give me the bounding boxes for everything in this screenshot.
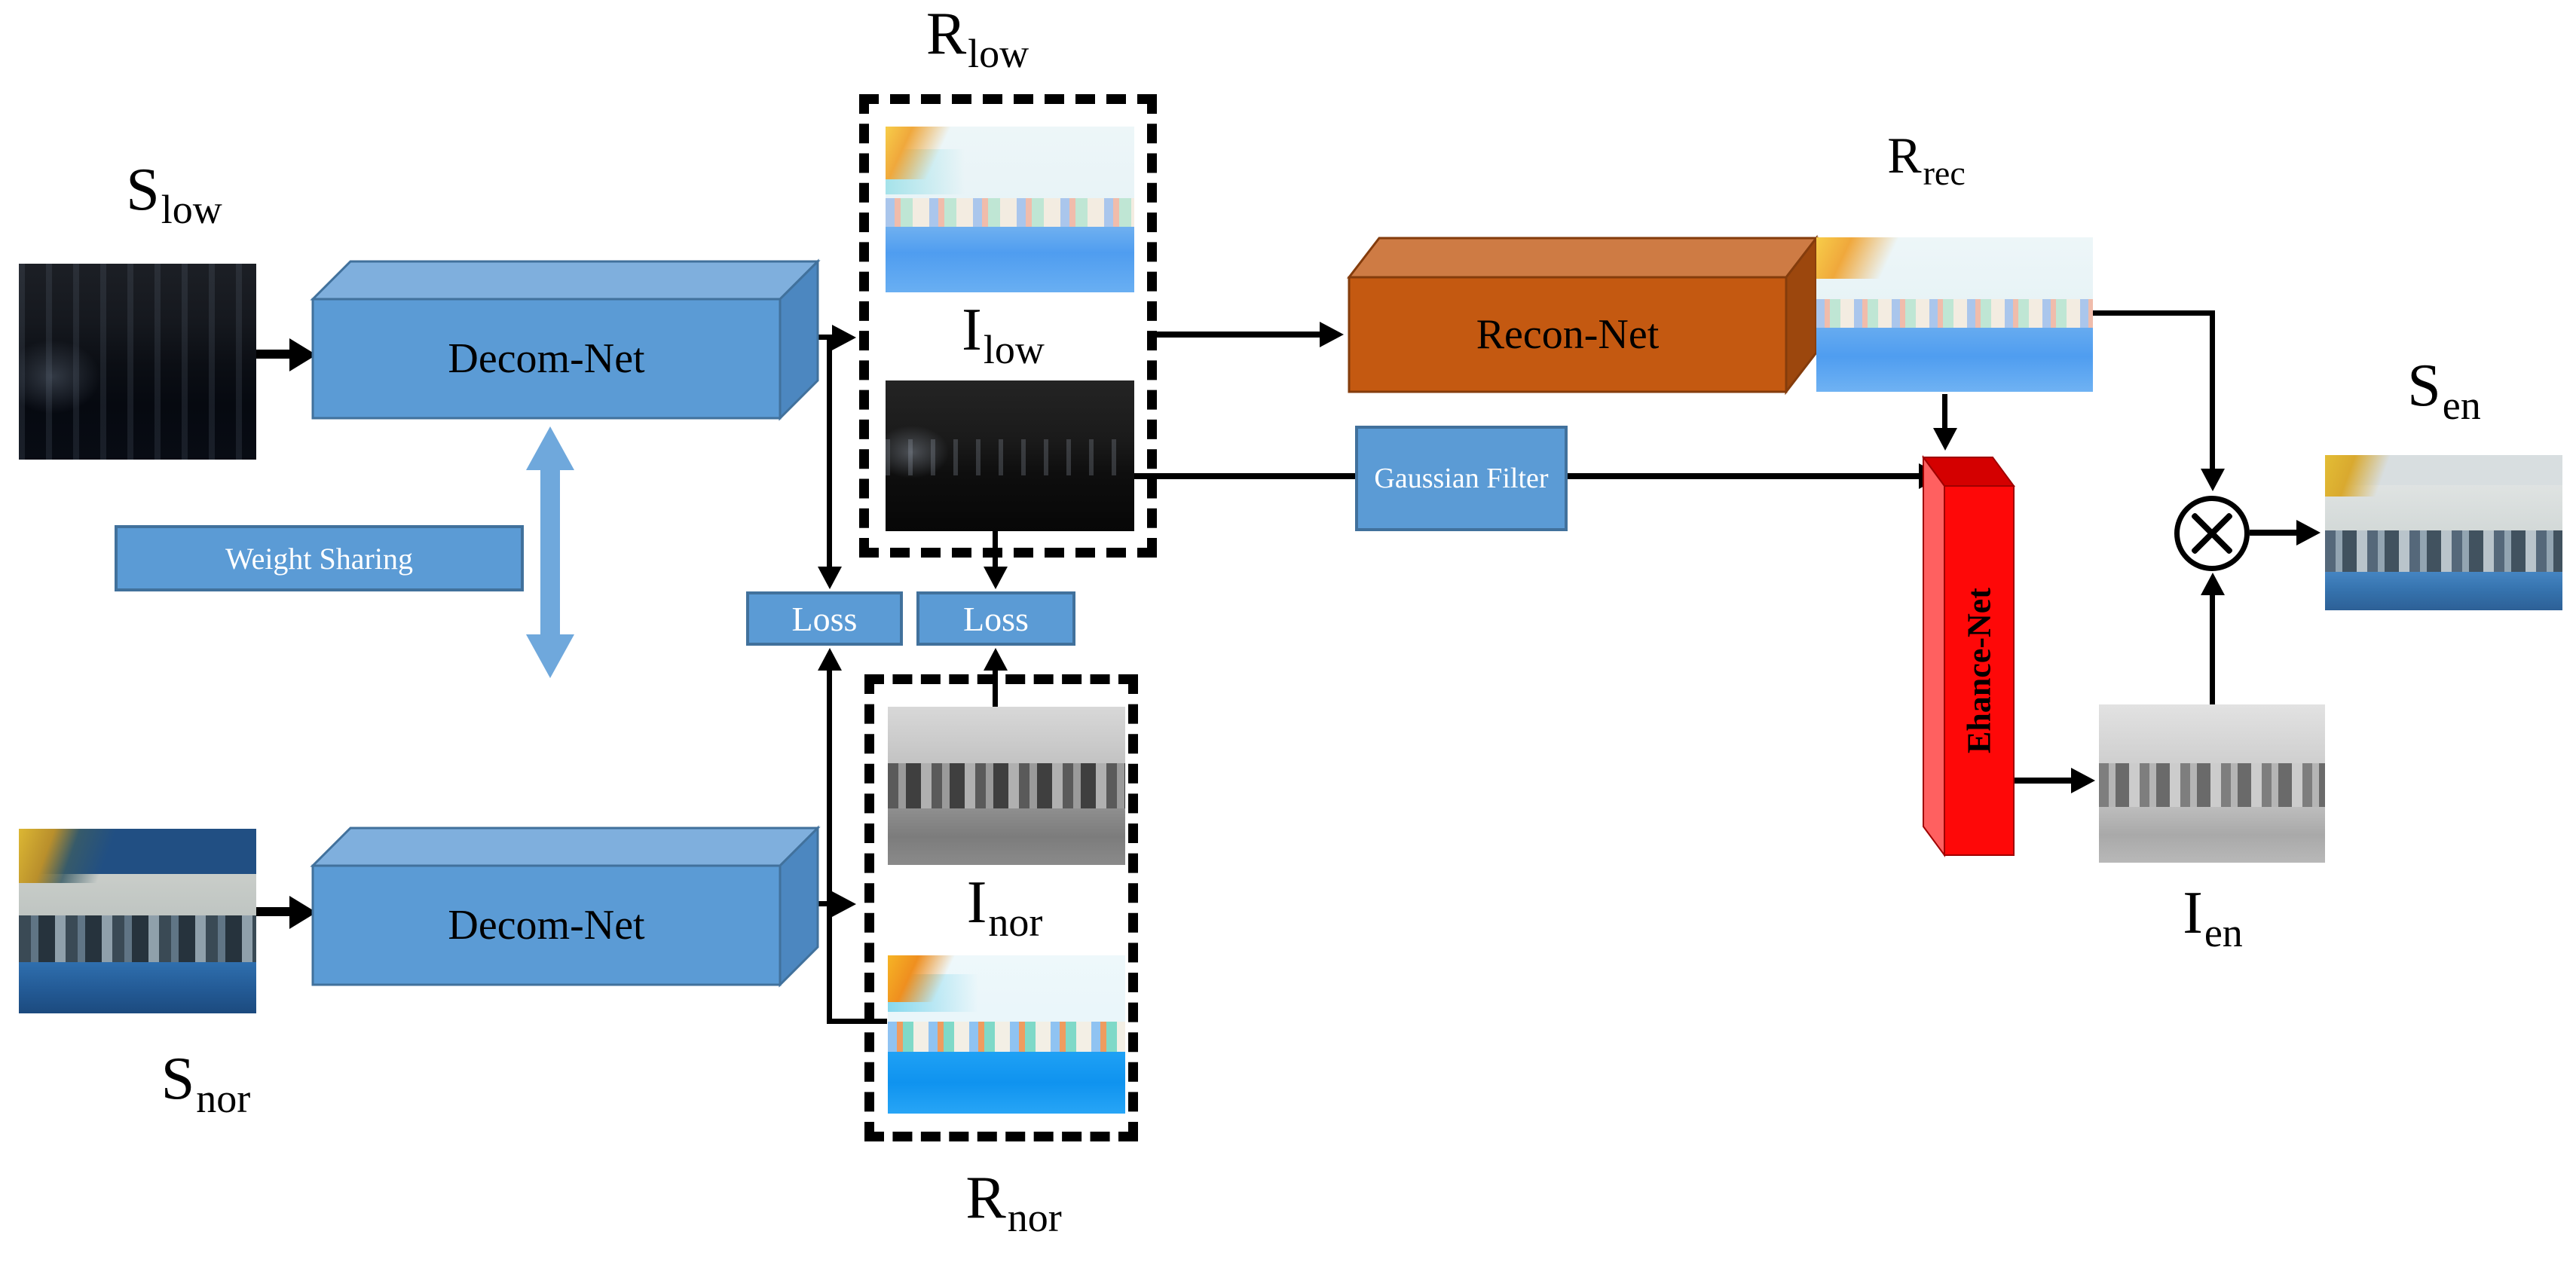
decomposition-normal-group-box: [864, 674, 1138, 1141]
decom-net-2-front-face: [311, 864, 782, 986]
line-rrec-elbow-h: [2093, 310, 2215, 316]
arrowhead-ilow-to-loss2-icon: [984, 567, 1008, 589]
arrowhead-rlow-to-loss1-icon: [818, 567, 842, 589]
i-low-image: [886, 380, 1134, 531]
decom-net-1-label: Decom-Net: [448, 335, 645, 382]
arrowhead-rrec-to-ehance-icon: [1933, 428, 1957, 451]
arrowhead-ehance-to-ien-icon: [2071, 768, 2095, 793]
s-en-image: [2325, 455, 2562, 610]
loss-box-1: Loss: [746, 591, 903, 646]
weight-sharing-box: Weight Sharing: [115, 525, 524, 591]
decom-net-1-box: [310, 258, 821, 421]
arrowhead-rrec-to-mult-icon: [2201, 469, 2225, 491]
r-rec-image: [1816, 237, 2093, 392]
decom-net-1-front-face: [311, 298, 782, 420]
arrowhead-ien-to-mult-icon: [2201, 573, 2225, 595]
arrowhead-decom1-output-icon: [832, 325, 856, 350]
line-rlow-to-recon: [1157, 332, 1321, 338]
r-nor-label: Rnor: [965, 1165, 1062, 1241]
gaussian-filter-box: Gaussian Filter: [1355, 426, 1568, 531]
line-inor-to-loss2: [993, 668, 998, 708]
i-en-image: [2099, 704, 2325, 863]
i-nor-label: Inor: [966, 869, 1043, 946]
recon-net-box: [1346, 234, 1819, 396]
s-en-label: Sen: [2407, 353, 2481, 429]
recon-net-top-face: [1346, 237, 1819, 279]
decomposition-low-group-box: [859, 94, 1157, 558]
arrowhead-decom2-output-icon: [832, 891, 856, 917]
line-rrec-elbow-v: [2210, 310, 2215, 472]
arrowhead-rlow-to-recon-icon: [1320, 322, 1344, 347]
ehance-net-side-face: [1923, 454, 1945, 858]
double-arrow-bottom-icon: [526, 634, 574, 678]
i-low-label: Ilow: [962, 297, 1045, 373]
line-rlow-to-loss1: [827, 338, 832, 571]
ehance-net-label: Ehance-Net: [1960, 588, 1998, 753]
decom-net-2-label: Decom-Net: [448, 902, 645, 949]
r-rec-label: Rrec: [1887, 127, 1966, 193]
line-rnor-elbow: [827, 1019, 887, 1024]
loss-box-2: Loss: [916, 591, 1075, 646]
double-arrow-shaft: [540, 467, 560, 637]
arrow-slow-to-decom1: [253, 350, 292, 359]
double-arrow-top-icon: [526, 426, 574, 470]
decom-net-2-box: [310, 825, 821, 988]
ehance-net-front-face: [1944, 485, 2015, 856]
line-ehance-to-ien: [2014, 778, 2073, 784]
s-low-image: [19, 264, 256, 460]
arrow-snor-to-decom2: [253, 907, 292, 916]
r-nor-image: [888, 955, 1125, 1114]
decom-net-1-top-face: [310, 260, 821, 301]
r-low-label: Rlow: [925, 1, 1029, 77]
s-low-label: Slow: [126, 157, 222, 233]
line-mult-to-sen: [2250, 530, 2299, 536]
recon-net-label: Recon-Net: [1476, 311, 1660, 358]
r-low-image: [886, 127, 1134, 292]
arrowhead-rnor-to-loss1-icon: [818, 648, 842, 671]
arrowhead-mult-to-sen-icon: [2296, 520, 2321, 545]
s-nor-label: Snor: [161, 1046, 251, 1122]
arrowhead-inor-to-loss2-icon: [984, 648, 1008, 671]
i-en-label: Ien: [2183, 880, 2243, 956]
i-nor-image: [888, 707, 1125, 865]
decom-net-2-top-face: [310, 827, 821, 867]
multiply-operator-icon: [2174, 496, 2250, 571]
line-rrec-to-ehance: [1942, 394, 1947, 432]
line-ien-to-mult: [2210, 592, 2215, 705]
recon-net-front-face: [1348, 276, 1788, 393]
s-nor-image: [19, 829, 256, 1013]
ehance-net-box: [1922, 454, 2015, 858]
line-rnor-to-loss1: [827, 668, 832, 1022]
